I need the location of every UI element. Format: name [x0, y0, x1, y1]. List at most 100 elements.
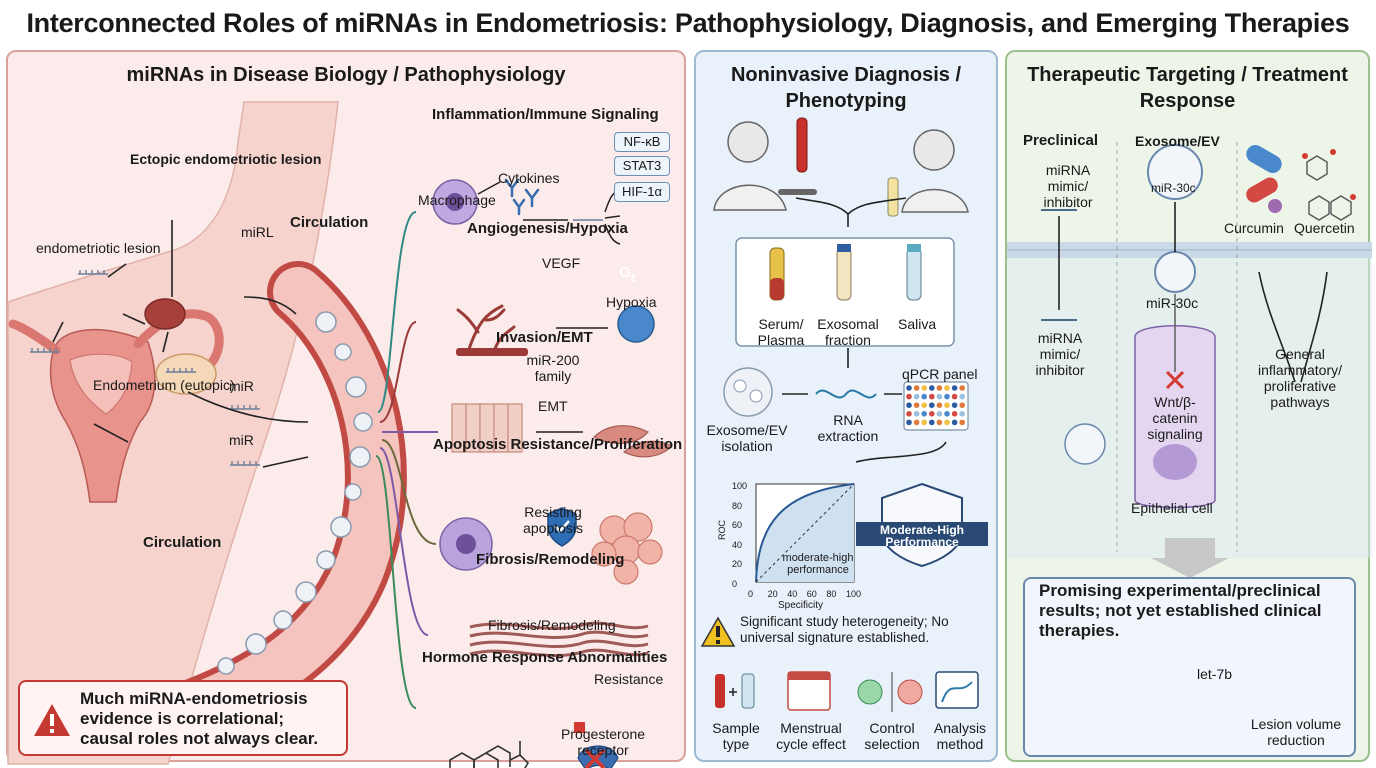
mir200-label: miR-200 family	[526, 352, 580, 384]
wnt-label: Wnt/β-catenin signaling	[1147, 394, 1203, 442]
preclinical-title: Preclinical	[1023, 132, 1099, 149]
roc-y-tick: 0	[732, 579, 738, 589]
qpcr-well	[921, 393, 927, 400]
diagnosis-illustration	[700, 117, 988, 712]
qpcr-well	[944, 393, 950, 400]
roc-y-tick: 100	[732, 481, 748, 491]
resistance-label: Resistance	[594, 671, 664, 687]
qpcr-well	[921, 411, 927, 417]
panel-title-pathophysiology: miRNAs in Disease Biology / Pathophysiol…	[126, 64, 566, 86]
roc-x-tick: 0	[748, 589, 754, 599]
qpcr-well	[936, 411, 943, 417]
qpcr-well	[913, 393, 920, 400]
roc-x-tick: 20	[767, 589, 778, 599]
experimental-note-text: Promising experimental/preclinical resul…	[1039, 581, 1322, 640]
curcumin-label: Curcumin	[1224, 220, 1284, 236]
qpcr-well	[906, 385, 912, 391]
inflammation-title: Inflammation/Immune Signaling	[432, 106, 659, 123]
qpcr-well	[936, 385, 943, 391]
qpcr-well	[944, 402, 950, 409]
qpcr-well	[959, 393, 965, 400]
main-title: Interconnected Roles of miRNAs in Endome…	[26, 8, 1350, 38]
factor-sample-type: Sample type	[712, 720, 760, 752]
qpcr-well	[906, 402, 912, 409]
qpcr-well	[921, 419, 927, 426]
circulation-label-bottom: Circulation	[143, 534, 222, 551]
fibrosis-title: Fibrosis/Remodeling	[476, 551, 625, 568]
anatomy-illustration	[7, 101, 674, 768]
qpcr-well	[913, 385, 920, 391]
factor-control-selection: Control selection	[864, 720, 920, 752]
apoptosis-title: Apoptosis Resistance/Proliferation	[433, 436, 683, 453]
qpcr-well	[936, 419, 943, 426]
factor-analysis-method: Analysis method	[933, 720, 987, 752]
roc-annotation: moderate-high performance	[782, 552, 854, 576]
let7b-label: let-7b	[1197, 666, 1233, 682]
factor-menstrual-cycle: Menstrual cycle effect	[776, 720, 846, 752]
invasion-title: Invasion/EMT	[496, 329, 593, 346]
qpcr-well	[944, 419, 950, 426]
epithelial-cell-label: Epithelial cell	[1131, 500, 1213, 516]
qpcr-well	[921, 402, 927, 409]
roc-y-tick: 40	[732, 539, 743, 550]
therapeutics-illustration	[1007, 142, 1372, 754]
emt-label: EMT	[538, 398, 568, 414]
angiogenesis-title: Angiogenesis/Hypoxia	[467, 220, 628, 237]
progesterone-receptor-label: Progesterone receptor	[560, 726, 646, 758]
experimental-note-box: Promising experimental/preclinical resul…	[1023, 577, 1356, 757]
general-pathways-label: General inflammatory/ proliferative path…	[1257, 346, 1343, 410]
correlational-warning-text: Much miRNA-endometriosis evidence is cor…	[80, 689, 319, 748]
endometrium-label: Endometrium (eutopic)	[93, 377, 235, 393]
panel-diagnosis: Noninvasive Diagnosis / Phenotyping	[694, 50, 998, 762]
qpcr-well	[951, 385, 958, 391]
roc-y-tick: 20	[732, 559, 743, 570]
qpcr-well	[951, 393, 958, 400]
vegf-label: VEGF	[542, 255, 581, 271]
roc-y-tick: 60	[732, 520, 743, 531]
qpcr-well	[929, 419, 935, 426]
mirl-label: miRL	[241, 224, 274, 240]
panel-title-diagnosis: Noninvasive Diagnosis / Phenotyping	[730, 64, 962, 112]
target-stat3: STAT3	[614, 156, 670, 176]
ectopic-lesion-label: Ectopic endometriotic lesion	[130, 151, 322, 167]
resisting-apoptosis-label: Resisting apoptosis	[523, 504, 583, 536]
exosome-title: Exosome/EV	[1135, 133, 1220, 149]
warning-icon	[34, 704, 70, 736]
qpcr-well	[951, 411, 958, 417]
qpcr-well	[906, 419, 912, 426]
correlational-warning: Much miRNA-endometriosis evidence is cor…	[18, 680, 348, 756]
endometriotic-lesion-label: endometriotic lesion	[36, 240, 161, 256]
qpcr-label: qPCR panel	[902, 366, 978, 382]
qpcr-well	[913, 419, 920, 426]
qpcr-well	[951, 402, 958, 409]
sample-saliva: Saliva	[898, 316, 937, 332]
hypoxia-label: Hypoxia	[606, 294, 657, 310]
sample-exosomal: Exosomal fraction	[817, 316, 879, 348]
lesion-reduction-label: Lesion volume reduction	[1250, 716, 1342, 748]
qpcr-well	[959, 402, 965, 409]
target-hif1a: HIF-1α	[614, 182, 670, 202]
panel-therapeutics: Therapeutic Targeting / Treatment Respon…	[1005, 50, 1372, 762]
qpcr-well	[959, 385, 965, 391]
mir30c-vesicle-label: miR-30c	[1151, 181, 1196, 195]
isolation-label: Exosome/EV isolation	[706, 422, 788, 454]
mir-label-2: miR	[229, 432, 254, 448]
mir-label-1: miR	[229, 378, 254, 394]
quercetin-label: Quercetin	[1294, 220, 1355, 236]
extraction-label: RNA extraction	[817, 412, 879, 444]
sample-serum: Serum/ Plasma	[757, 316, 805, 348]
qpcr-well	[944, 385, 950, 391]
qpcr-well	[906, 411, 912, 417]
qpcr-well	[921, 385, 927, 391]
qpcr-well	[929, 385, 935, 391]
macrophage-label: Macrophage	[418, 192, 496, 208]
qpcr-well	[929, 402, 935, 409]
roc-xlabel: Specificity	[778, 600, 824, 611]
qpcr-well	[936, 393, 943, 400]
heterogeneity-warning: Significant study heterogeneity; No univ…	[740, 614, 949, 645]
circulation-label-top: Circulation	[290, 214, 369, 231]
panel-title-therapeutics: Therapeutic Targeting / Treatment Respon…	[1027, 64, 1348, 112]
qpcr-well	[906, 393, 912, 400]
fibrosis-label: Fibrosis/Remodeling	[488, 617, 616, 633]
qpcr-well	[959, 411, 965, 417]
